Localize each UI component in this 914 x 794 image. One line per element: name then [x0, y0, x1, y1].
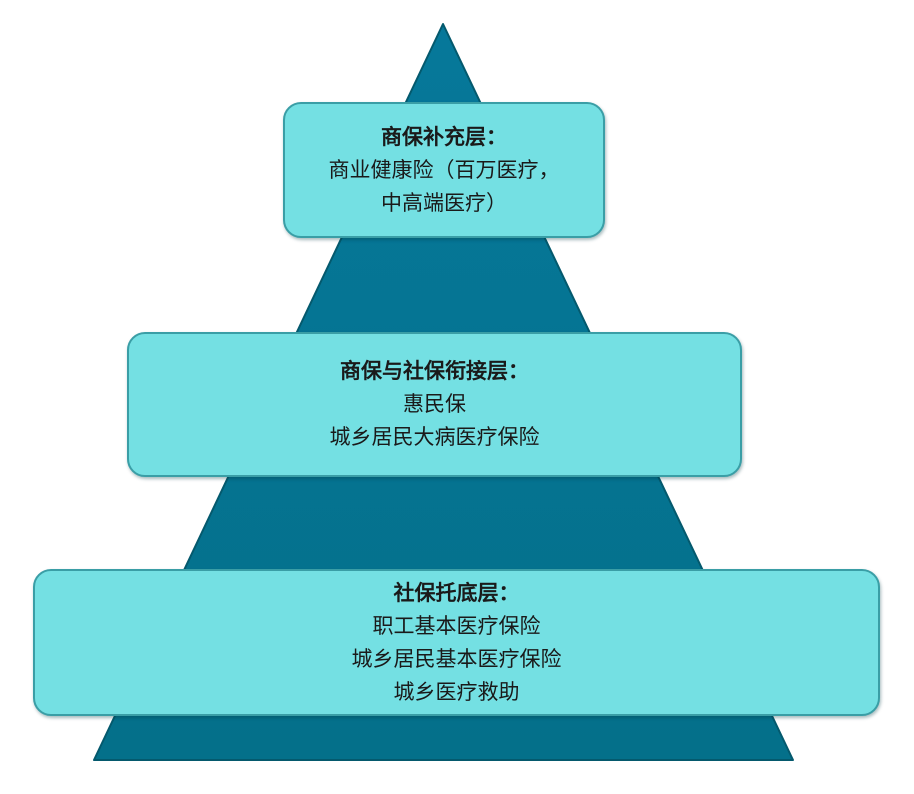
- tier-line: 城乡医疗救助: [393, 679, 520, 704]
- tier-line: 职工基本医疗保险: [372, 613, 541, 638]
- tier-box-commercial-social-bridge: 商保与社保衔接层： 惠民保 城乡居民大病医疗保险: [127, 332, 742, 477]
- tier-line: 中高端医疗）: [381, 190, 507, 215]
- tier-line: 商业健康险（百万医疗，: [328, 157, 560, 182]
- tier-line: 惠民保: [403, 392, 466, 416]
- tier-line: 城乡居民基本医疗保险: [351, 646, 562, 671]
- tier-box-social-foundation: 社保托底层： 职工基本医疗保险 城乡居民基本医疗保险 城乡医疗救助: [33, 569, 880, 716]
- tier-title: 商保与社保衔接层：: [340, 359, 529, 383]
- tier-box-commercial-supplement: 商保补充层： 商业健康险（百万医疗， 中高端医疗）: [283, 102, 605, 238]
- tier-title: 社保托底层：: [393, 580, 520, 605]
- tier-line: 城乡居民大病医疗保险: [329, 425, 540, 449]
- tier-title: 商保补充层：: [381, 124, 507, 149]
